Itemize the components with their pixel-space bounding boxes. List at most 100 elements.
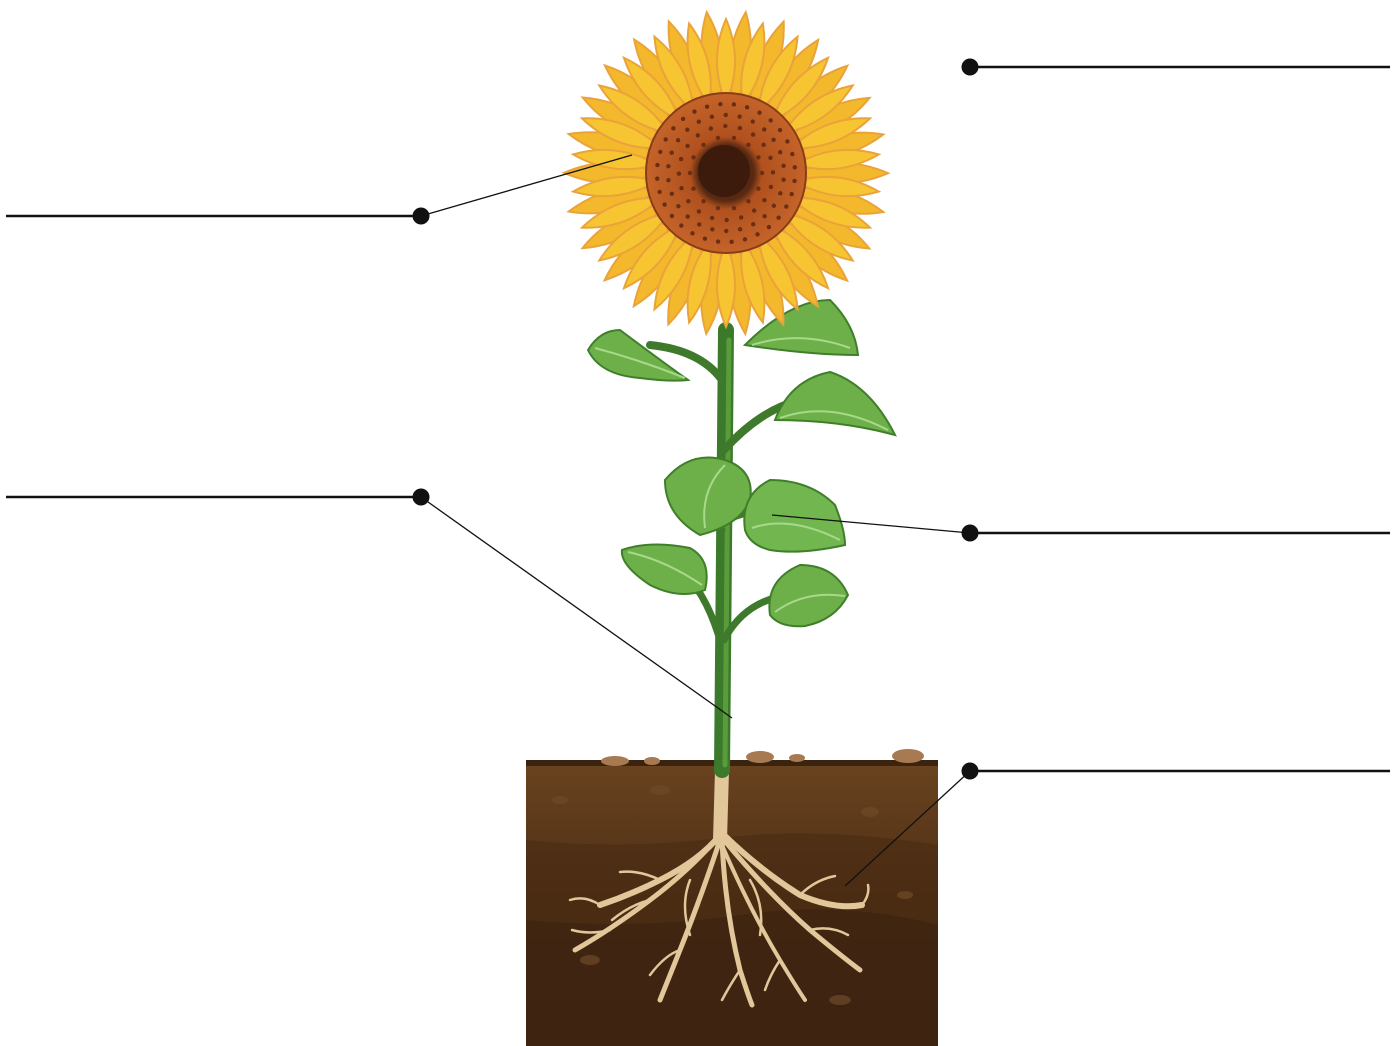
seed-dot <box>670 192 674 196</box>
seed-dot <box>785 139 789 143</box>
seed-dot <box>746 199 750 203</box>
seed-dot <box>724 113 728 117</box>
seed-dot <box>738 227 742 231</box>
seed-dot <box>697 222 701 226</box>
seed-dot <box>679 223 683 227</box>
anchor-dot-root <box>962 763 978 779</box>
seed-dot <box>751 132 755 136</box>
leaf-lower-left <box>622 544 707 594</box>
seed-dot <box>756 155 760 159</box>
seed-dot <box>771 170 775 174</box>
seed-dot <box>663 137 667 141</box>
seed-dot <box>716 239 720 243</box>
seed-dot <box>655 163 659 167</box>
seed-dot <box>751 119 755 123</box>
seed-dot <box>732 102 736 106</box>
seed-dot <box>762 214 766 218</box>
seed-dot <box>778 191 782 195</box>
leader-flower <box>6 155 632 224</box>
seed-dot <box>701 143 705 147</box>
seed-dot <box>679 157 683 161</box>
seed-dot <box>697 120 701 124</box>
seed-dot <box>723 124 727 128</box>
anchor-dot-seed-pod <box>962 59 978 75</box>
seed-dot <box>757 110 761 114</box>
seed-dot <box>768 156 772 160</box>
seed-dot <box>751 222 755 226</box>
seed-dot <box>778 150 782 154</box>
seed-dot <box>697 209 701 213</box>
seed-dot <box>772 204 776 208</box>
seed-dot <box>685 128 689 132</box>
seed-dot <box>692 109 696 113</box>
seed-dot <box>685 144 689 148</box>
seed-dot <box>686 214 690 218</box>
seed-dot <box>724 218 728 222</box>
seed-dot <box>762 127 766 131</box>
seed-dot <box>718 102 722 106</box>
seed-dot <box>710 227 714 231</box>
leaves <box>588 300 895 626</box>
leader-leaf <box>772 515 1390 541</box>
seed-dot <box>676 204 680 208</box>
leader-stem <box>6 489 732 718</box>
seed-dot <box>655 176 659 180</box>
seed-dot <box>670 214 674 218</box>
seed-dot <box>696 133 700 137</box>
anchor-dot-stem <box>413 489 429 505</box>
seed-dot <box>666 164 670 168</box>
seed-dot <box>781 164 785 168</box>
leaf-mid-left <box>665 458 751 536</box>
seed-dot <box>776 215 780 219</box>
seed-dot <box>686 199 690 203</box>
seed-dot <box>679 186 683 190</box>
seed-dot <box>767 225 771 229</box>
seed-dot <box>691 186 695 190</box>
seed-dot <box>669 150 673 154</box>
seed-dot <box>761 143 765 147</box>
soil <box>526 760 938 1046</box>
seed-dot <box>793 165 797 169</box>
seed-dot <box>658 150 662 154</box>
seed-dot <box>677 171 681 175</box>
seed-dot <box>781 178 785 182</box>
seed-dot <box>666 178 670 182</box>
seed-dot <box>743 237 747 241</box>
seed-dot <box>790 152 794 156</box>
seed-dot <box>745 105 749 109</box>
seed-dot <box>705 104 709 108</box>
seed-dot <box>703 236 707 240</box>
seed-dot <box>729 240 733 244</box>
seed-dot <box>724 229 728 233</box>
seed-dot <box>789 192 793 196</box>
seed-dot <box>657 190 661 194</box>
seed-dot <box>732 136 736 140</box>
seed-dot <box>681 117 685 121</box>
seed-dot <box>716 136 720 140</box>
anchor-dot-flower <box>413 208 429 224</box>
seed-dot <box>792 179 796 183</box>
seed-dot <box>737 114 741 118</box>
seed-dot <box>760 171 764 175</box>
seed-dot <box>671 126 675 130</box>
seed-dot <box>778 128 782 132</box>
seed-dot <box>701 199 705 203</box>
seed-dot <box>691 155 695 159</box>
seed-dot <box>752 208 756 212</box>
seed-dot <box>662 202 666 206</box>
seed-dot <box>716 206 720 210</box>
seed-dot <box>746 143 750 147</box>
seed-dot <box>755 232 759 236</box>
seed-dot <box>784 204 788 208</box>
seed-dot <box>710 115 714 119</box>
seed-dot <box>768 118 772 122</box>
leader-seed-pod <box>962 59 1390 75</box>
seed-dot <box>688 171 692 175</box>
anchor-dot-leaf <box>962 525 978 541</box>
sunflower-head <box>564 11 888 335</box>
seed-dot <box>676 138 680 142</box>
seed-dot <box>732 206 736 210</box>
leaf-center-right <box>744 480 845 552</box>
seed-dot <box>769 185 773 189</box>
